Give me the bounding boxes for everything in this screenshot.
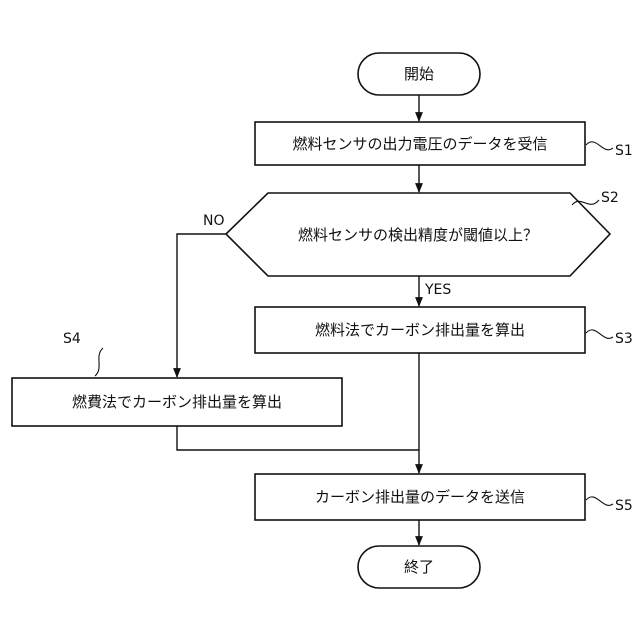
connector-s2-no-to-s4	[177, 234, 226, 377]
step-s5-box: カーボン排出量のデータを送信	[255, 474, 585, 520]
step-s4-box: 燃費法でカーボン排出量を算出	[12, 378, 342, 426]
step-s1-ref: S1	[615, 143, 633, 159]
step-s3-label: 燃料法でカーボン排出量を算出	[315, 321, 525, 339]
step-s3-leader	[586, 330, 613, 339]
step-s4-ref: S4	[63, 331, 81, 347]
step-s4-leader	[95, 348, 103, 376]
connector-s4-to-merge	[177, 426, 419, 450]
yes-branch-label: YES	[424, 282, 451, 298]
end-label: 終了	[404, 558, 434, 576]
step-s1-label: 燃料センサの出力電圧のデータを受信	[292, 135, 547, 153]
start-label: 開始	[404, 65, 434, 83]
step-s3-ref: S3	[615, 331, 633, 347]
step-s5-label: カーボン排出量のデータを送信	[315, 488, 525, 506]
step-s3-box: 燃料法でカーボン排出量を算出	[255, 307, 585, 353]
step-s2-label: 燃料センサの検出精度が閾値以上？	[298, 226, 538, 244]
step-s4-label: 燃費法でカーボン排出量を算出	[72, 393, 282, 411]
step-s2-decision: 燃料センサの検出精度が閾値以上？	[226, 193, 610, 276]
step-s1-leader	[586, 142, 613, 150]
step-s1-box: 燃料センサの出力電圧のデータを受信	[255, 122, 585, 165]
start-terminal: 開始	[358, 53, 480, 95]
step-s2-ref: S2	[601, 190, 619, 206]
step-s5-ref: S5	[615, 498, 633, 514]
step-s5-leader	[586, 497, 613, 506]
no-branch-label: NO	[203, 213, 225, 229]
end-terminal: 終了	[358, 546, 480, 588]
